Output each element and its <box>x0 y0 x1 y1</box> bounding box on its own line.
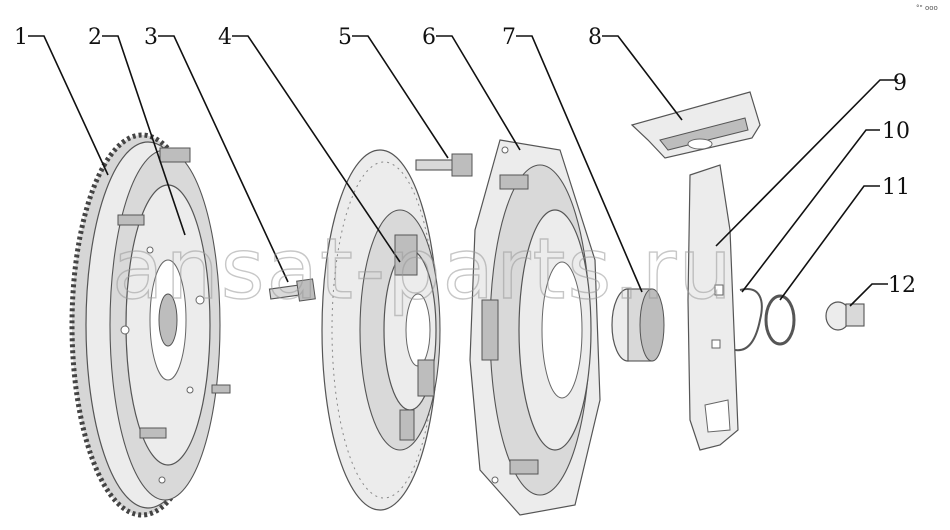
callout-labels: 1 2 3 4 5 6 7 8 9 10 11 12 <box>14 25 916 298</box>
callout-2: 2 <box>88 25 102 50</box>
flywheel-bolt <box>268 278 316 302</box>
pivot-stud <box>825 301 865 331</box>
retaining-spring <box>734 288 763 352</box>
callout-11: 11 <box>882 175 910 200</box>
washer-ring <box>764 294 796 346</box>
corner-mark: °" ooo <box>916 4 938 12</box>
callout-1: 1 <box>14 25 28 50</box>
release-bearing <box>611 288 665 362</box>
callout-4: 4 <box>218 25 232 50</box>
callout-12: 12 <box>888 273 916 298</box>
callout-9: 9 <box>893 71 907 96</box>
callout-5: 5 <box>338 25 352 50</box>
clutch-disc <box>321 149 441 511</box>
pressure-plate-bolt <box>415 153 473 177</box>
callout-3: 3 <box>144 25 158 50</box>
fork-boot <box>630 91 761 159</box>
watermark-text: ansat-parts.ru <box>112 220 734 318</box>
callout-10: 10 <box>882 119 910 144</box>
flywheel <box>69 132 231 518</box>
callout-8: 8 <box>588 25 602 50</box>
callout-6: 6 <box>422 25 436 50</box>
leader-lines <box>28 35 898 307</box>
callout-7: 7 <box>502 25 516 50</box>
pressure-plate <box>469 139 601 516</box>
